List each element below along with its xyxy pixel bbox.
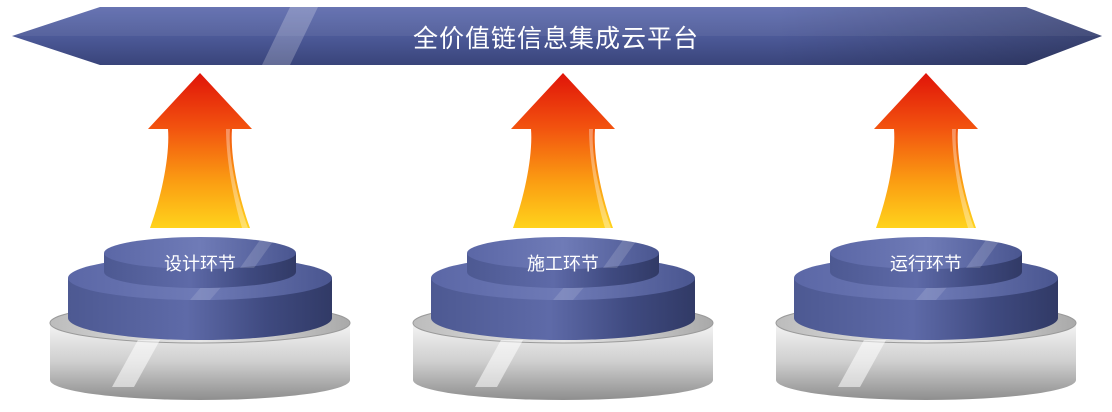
up-arrow-icon bbox=[874, 73, 978, 228]
stage-operation bbox=[775, 73, 1077, 401]
up-arrow-icon bbox=[148, 73, 252, 228]
platform-banner bbox=[12, 7, 1102, 65]
platform-title: 全价值链信息集成云平台 bbox=[412, 24, 699, 53]
stage-label-design: 设计环节 bbox=[164, 254, 236, 275]
stage-label-operation: 运行环节 bbox=[890, 254, 962, 275]
stage-design bbox=[49, 73, 351, 401]
stage-label-construction: 施工环节 bbox=[527, 254, 599, 275]
stage-construction bbox=[412, 73, 714, 401]
up-arrow-icon bbox=[511, 73, 615, 228]
